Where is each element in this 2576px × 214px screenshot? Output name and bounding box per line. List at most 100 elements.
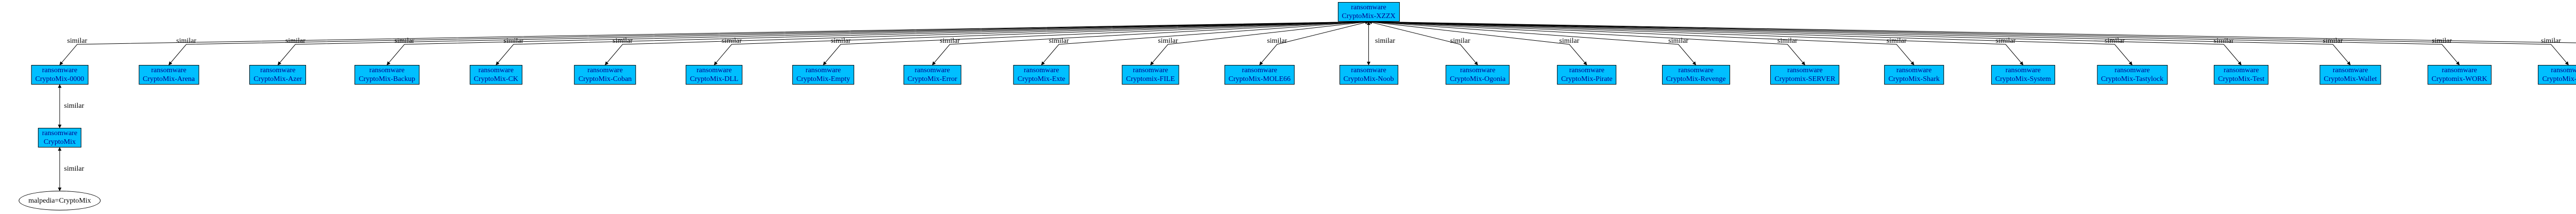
node-label: ransomware — [151, 67, 187, 74]
edge-label-similar: similar — [2105, 37, 2125, 45]
node-label: ransomware — [369, 67, 405, 74]
edge-label-similar: similar — [1886, 37, 1907, 45]
node-label: malpedia=CryptoMix — [28, 196, 91, 205]
node-label: CryptoMix-CK — [473, 75, 518, 83]
node-label: ransomware — [1242, 67, 1277, 74]
edge-label-similar: similar — [2540, 37, 2561, 45]
node-label: ransomware — [2551, 67, 2576, 74]
edge-label-similar: similar — [1559, 37, 1580, 45]
node-label: CryptoMix-Revenge — [1666, 75, 1726, 83]
node-label: CryptoMix-DLL — [690, 75, 739, 83]
node-label: CryptoMix-Azer — [253, 75, 302, 83]
edge-label-similar: similar — [176, 37, 197, 45]
edge-label-similar: similar — [1777, 37, 1798, 45]
node-label: CryptoMix-Error — [907, 75, 957, 83]
attribute-node: malpedia=CryptoMix — [19, 191, 101, 210]
node-label: ransomware — [42, 129, 78, 137]
node-label: ransomware — [2005, 67, 2041, 74]
node-label: ransomware — [1678, 67, 1714, 74]
edge-label-similar: similar — [613, 37, 633, 45]
node-label: CryptoMix-Exte — [1018, 75, 1065, 83]
similarity-edge — [1259, 21, 1369, 65]
edge-label-similar: similar — [285, 37, 306, 45]
edge-label-similar: similar — [64, 165, 84, 173]
edge-label-similar: similar — [1668, 37, 1689, 45]
node-label: CryptoMix-XZZX — [1342, 12, 1396, 20]
node-label: Cryptomix-FILE — [1126, 75, 1175, 83]
edge-label-similar: similar — [1995, 37, 2016, 45]
node-label: ransomware — [260, 67, 296, 74]
node-label: CryptoMix-MOLE66 — [1228, 75, 1291, 83]
similarity-edge — [1368, 20, 2576, 65]
node-label: ransomware — [2114, 67, 2150, 74]
node-label: Cryptomix-SERVER — [1774, 75, 1836, 83]
node-label: CryptoMix-Pirate — [1561, 75, 1613, 83]
node-label: ransomware — [1460, 67, 1496, 74]
node-label: ransomware — [696, 67, 732, 74]
edge-label-similar: similar — [394, 37, 415, 45]
node-label: ransomware — [1351, 4, 1386, 11]
edge-label-similar: similar — [2323, 37, 2343, 45]
edge-label-similar: similar — [1267, 37, 1287, 45]
edge-label-similar: similar — [721, 37, 742, 45]
node-label: CryptoMix-System — [1995, 75, 2051, 83]
node-label: Cryptomix-WORK — [2431, 75, 2487, 83]
node-label: CryptoMix-Tastylock — [2100, 75, 2164, 83]
node-label: ransomware — [42, 67, 78, 74]
node-label: CryptoMix-Ogonia — [1450, 75, 1506, 83]
node-label: CryptoMix-Arena — [143, 75, 195, 83]
edge-label-similar: similar — [1048, 37, 1069, 45]
edge-label-similar: similar — [940, 37, 960, 45]
node-label: CryptoMix-Empty — [796, 75, 851, 83]
edge-label-similar: similar — [2432, 37, 2452, 45]
node-label: CryptoMix-x1881 — [2542, 75, 2576, 83]
node-label: CryptoMix-Backup — [359, 75, 415, 83]
node-label: CryptoMix-Noob — [1343, 75, 1394, 83]
node-label: CryptoMix — [43, 138, 76, 146]
edge-label-similar: similar — [64, 102, 84, 110]
edge-label-similar: similar — [2213, 37, 2234, 45]
node-label: CryptoMix-0000 — [35, 75, 84, 83]
edge-label-similar: similar — [67, 37, 88, 45]
node-label: CryptoMix-Shark — [1888, 75, 1940, 83]
node-label: ransomware — [1569, 67, 1605, 74]
edge-label-similar: similar — [1375, 37, 1395, 45]
node-label: ransomware — [1132, 67, 1168, 74]
edge-label-similar: similar — [831, 37, 851, 45]
node-label: CryptoMix-Coban — [578, 75, 632, 83]
edge-label-similar: similar — [1450, 37, 1470, 45]
node-label: ransomware — [1024, 67, 1059, 74]
node-label: ransomware — [587, 67, 623, 74]
node-label: CryptoMix-Test — [2218, 75, 2265, 83]
node-label: CryptoMix-Wallet — [2324, 75, 2377, 83]
node-label: ransomware — [2332, 67, 2368, 74]
